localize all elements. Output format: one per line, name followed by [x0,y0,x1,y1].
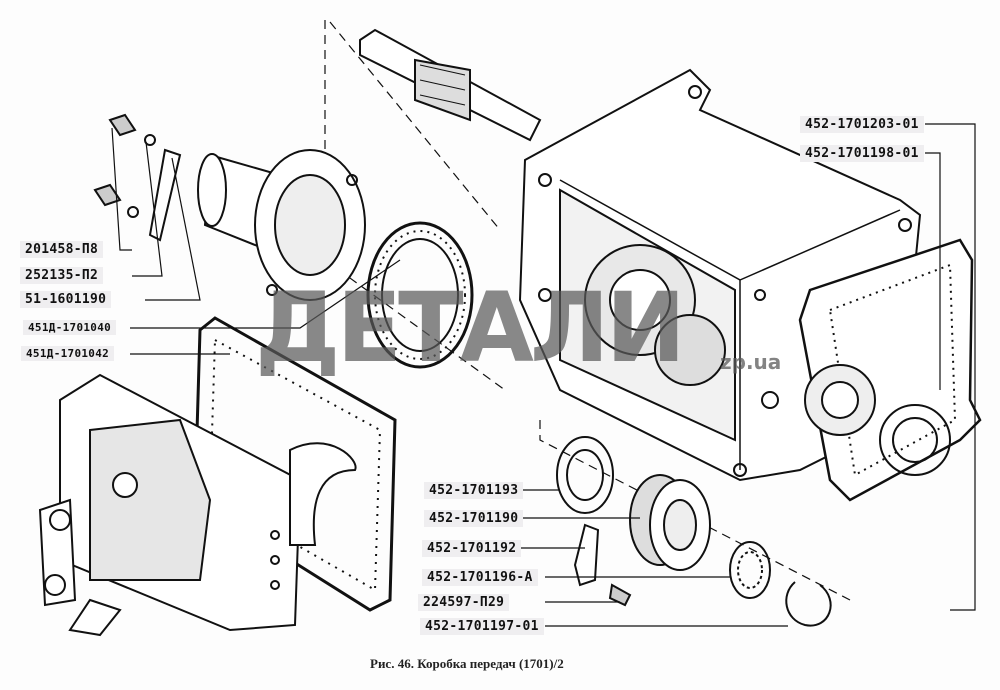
front-bearing-cover [197,149,366,301]
part-label: 51-1601190 [20,291,112,308]
watermark-logo: ДЕТАЛИ [255,272,686,384]
part-label: 452-1701193 [424,482,524,499]
input-shaft [359,28,542,142]
rear-gasket [798,238,982,502]
watermark-suffix: zp.ua [720,350,782,374]
part-label: 451Д-1701040 [23,320,117,335]
part-label: 252135-П2 [20,267,104,284]
part-label: 452-1701196-А [422,569,538,586]
part-label: 451Д-1701042 [21,346,115,361]
bolts-and-washers [93,113,182,242]
bearing-and-rings [556,436,832,627]
part-label: 201458-П8 [20,241,104,258]
cover-gasket [366,221,474,369]
leader-lines [111,123,976,627]
part-label: 452-1701203-01 [800,116,924,133]
part-label: 452-1701190 [424,510,524,527]
part-label: 452-1701197-01 [420,618,544,635]
part-label: 452-1701192 [422,540,522,557]
shift-mechanism [38,373,357,637]
part-label: 224597-П29 [418,594,510,611]
part-label: 452-1701198-01 [800,145,924,162]
figure-caption: Рис. 46. Коробка передач (1701)/2 [370,656,564,671]
